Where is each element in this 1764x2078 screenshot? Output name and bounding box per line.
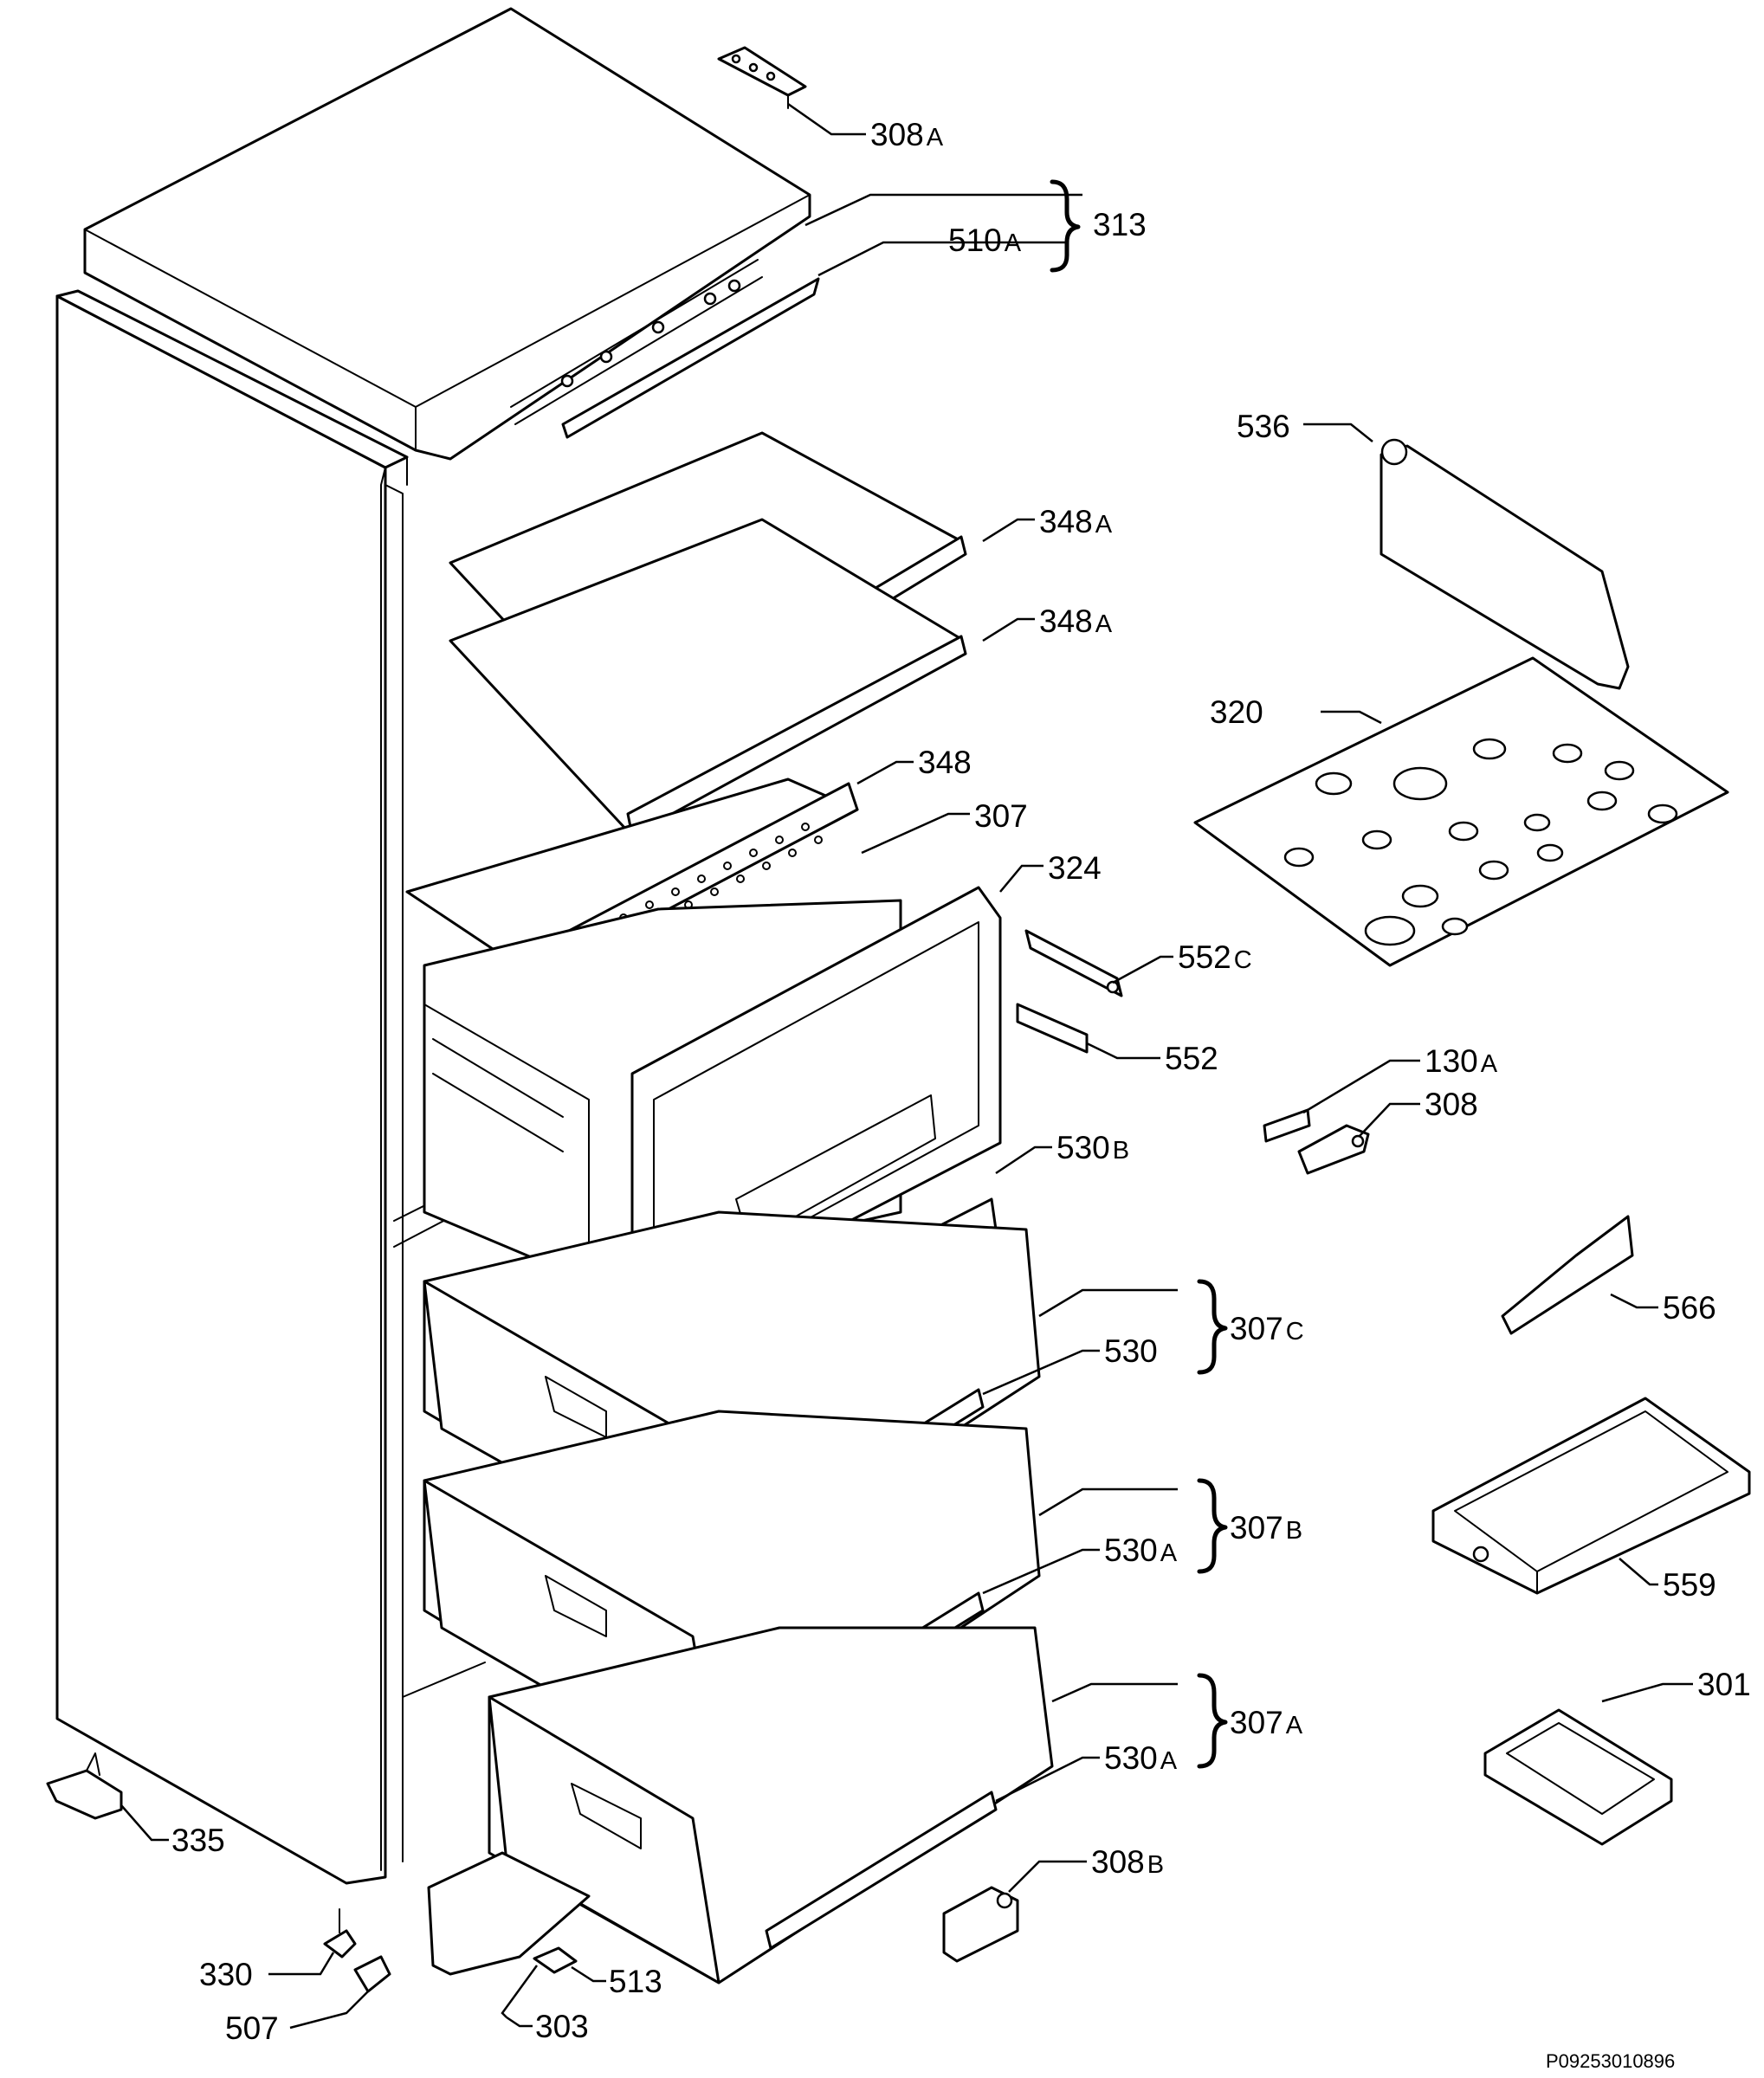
- glass-shelf-348A-lower[interactable]: [449, 518, 967, 837]
- label-303: 303: [535, 2009, 589, 2044]
- bracket-130A[interactable]: [1263, 1108, 1311, 1143]
- clip-507[interactable]: [353, 1955, 391, 1993]
- ice-cube-tray-301[interactable]: [1483, 1708, 1673, 1846]
- hinge-308B[interactable]: [942, 1886, 1019, 1963]
- label-330: 330: [199, 1957, 253, 1992]
- kick-plate-303[interactable]: [427, 1851, 591, 1976]
- label-559: 559: [1663, 1567, 1716, 1603]
- cover-strip-510A[interactable]: [561, 277, 820, 439]
- cabinet-body[interactable]: [55, 289, 486, 1885]
- rail-552[interactable]: [1016, 1003, 1089, 1054]
- label-552: 552: [1165, 1041, 1218, 1076]
- label-536: 536: [1237, 409, 1290, 444]
- grid-holes: [1283, 738, 1678, 946]
- ice-scraper-566[interactable]: [1501, 1215, 1634, 1335]
- label-513: 513: [609, 1964, 662, 1999]
- label-348: 348: [918, 745, 972, 780]
- label-308: 308: [1425, 1087, 1478, 1122]
- label-335: 335: [171, 1823, 225, 1858]
- label-530: 530: [1104, 1333, 1158, 1369]
- foot-bracket-335[interactable]: [46, 1752, 123, 1820]
- rail-552C[interactable]: [1024, 929, 1123, 997]
- ice-tray-559[interactable]: [1431, 1397, 1751, 1595]
- label-566: 566: [1663, 1290, 1716, 1326]
- label-320: 320: [1210, 694, 1263, 730]
- top-cover-313[interactable]: [83, 7, 811, 461]
- label-507: 507: [225, 2010, 279, 2046]
- leveling-foot-330[interactable]: [323, 1908, 357, 1959]
- drawer-307A[interactable]: [488, 1626, 1054, 1984]
- label-313: 313: [1093, 207, 1147, 242]
- divider-536[interactable]: [1380, 438, 1630, 690]
- tab-513[interactable]: [533, 1946, 578, 1974]
- top-hinge-308A[interactable]: [717, 46, 807, 109]
- label-307: 307: [974, 798, 1028, 834]
- label-324: 324: [1048, 850, 1102, 886]
- group-braces: [1050, 179, 1228, 1769]
- drawing-code: P09253010896: [1546, 2050, 1675, 2072]
- grid-shelf-320[interactable]: [1193, 656, 1729, 967]
- leader-lines: [120, 102, 1693, 2030]
- hinge-308[interactable]: [1297, 1124, 1370, 1175]
- label-301: 301: [1697, 1667, 1751, 1702]
